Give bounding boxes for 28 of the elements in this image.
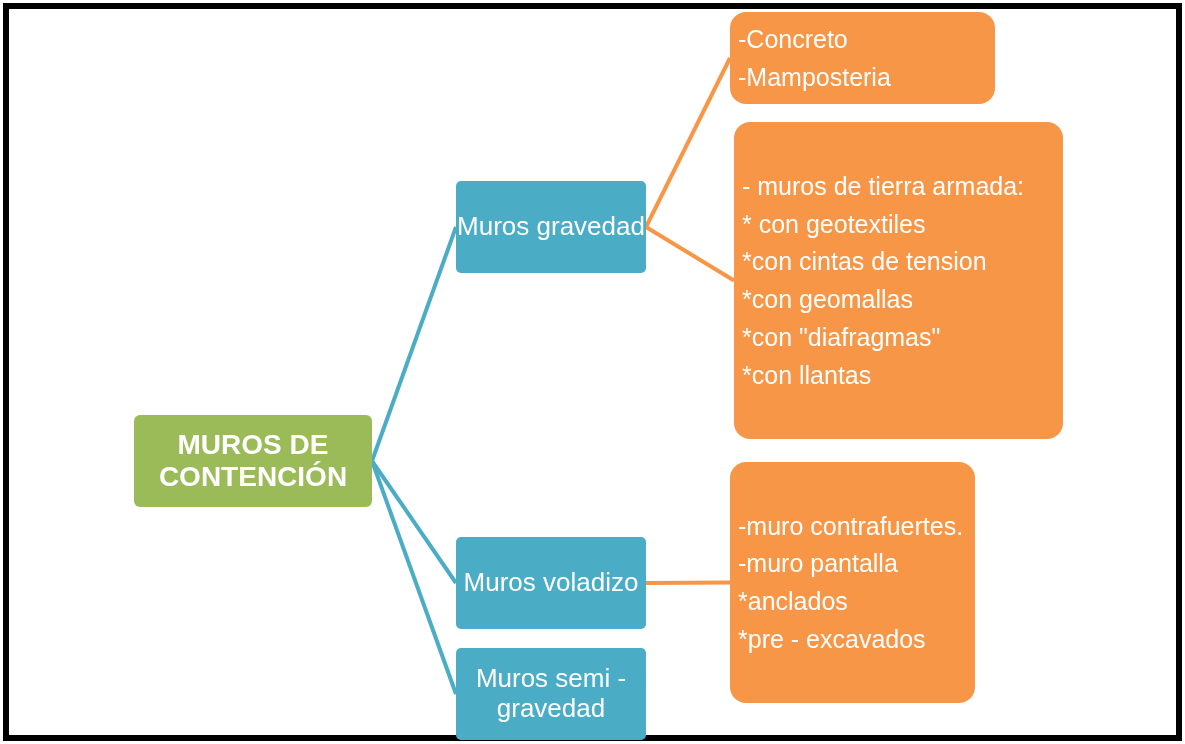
node-text: *con llantas (742, 360, 873, 390)
category-box (456, 648, 646, 740)
category-box (456, 537, 646, 629)
node-text: *con "diafragmas" (742, 322, 942, 352)
node-text: Muros gravedad (457, 212, 645, 242)
connector-line (644, 225, 736, 283)
node-text: Muros voladizo (463, 568, 639, 598)
detail-box (734, 122, 1063, 439)
root-box (134, 415, 372, 507)
node-text: MUROS DE CONTENCIÓN (157, 428, 349, 494)
detail-box (730, 12, 995, 104)
node-text: * con geotextiles (742, 209, 927, 239)
node-text: *anclados (738, 587, 849, 616)
node-text: -Mamposteria (738, 62, 892, 92)
category-box (456, 181, 646, 273)
connector-line (644, 57, 732, 228)
connector-line (370, 226, 458, 462)
detail-box (730, 462, 975, 703)
node-text: *con geomallas (742, 285, 914, 314)
node-text: -Concreto (738, 24, 849, 54)
node-text: -muro pantalla (738, 549, 899, 578)
node-text: - muros de tierra armada: (742, 171, 1026, 201)
node-text: -muro contrafuertes. (738, 511, 965, 541)
connector-line (370, 460, 458, 695)
node-text: *con cintas de tension (742, 247, 988, 276)
node-text: Muros semi - gravedad (474, 664, 628, 724)
connector-line (646, 580, 730, 585)
node-text: *pre - excavados (738, 624, 927, 654)
